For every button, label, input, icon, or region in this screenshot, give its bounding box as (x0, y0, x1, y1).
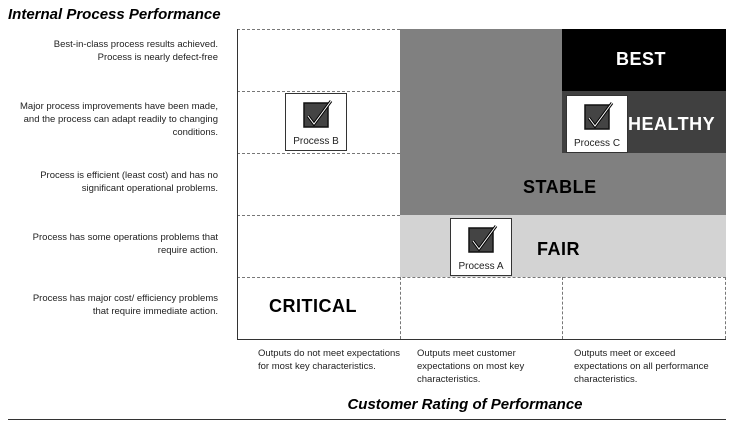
col-label-low: Outputs do not meet expectations for mos… (258, 348, 401, 372)
process-a-label: Process A (458, 261, 504, 272)
zone-label-stable: STABLE (523, 177, 597, 197)
grid-line (237, 29, 400, 30)
cell-row1-col2 (400, 29, 562, 91)
row-label-critical: Process has major cost/ efficiency probl… (32, 293, 218, 317)
process-c-label: Process C (573, 138, 621, 149)
x-axis (237, 339, 726, 340)
row-label-stable: Process is efficient (least cost) and ha… (40, 170, 218, 194)
grid-line (725, 277, 726, 339)
x-axis-title: Customer Rating of Performance (347, 396, 583, 413)
zone-label-best: BEST (616, 49, 667, 69)
checkbox-check-icon (584, 102, 614, 130)
grid-line (237, 215, 400, 216)
bottom-divider (8, 419, 726, 420)
zone-label-healthy: HEALTHY (628, 114, 716, 134)
col-label-high: Outputs meet or exceed expectations on a… (574, 348, 709, 385)
grid-line (237, 277, 726, 278)
cell-row2-col2 (400, 91, 562, 153)
col-label-mid: Outputs meet customer expectations on mo… (417, 348, 525, 385)
zone-label-fair: FAIR (537, 239, 581, 259)
grid-line (237, 153, 400, 154)
zone-best (562, 29, 726, 91)
process-b-box: Process B (285, 93, 347, 151)
grid-line (562, 277, 563, 339)
process-c-box: Process C (566, 95, 628, 153)
process-b-label: Process B (293, 136, 339, 147)
process-a-box: Process A (450, 218, 512, 276)
row-label-healthy: Major process improvements have been mad… (20, 101, 219, 138)
y-axis-title: Internal Process Performance (8, 6, 221, 23)
checkbox-check-icon (468, 225, 498, 253)
row-label-best: Best-in-class process results achieved. … (53, 39, 218, 63)
grid-line (400, 277, 401, 339)
zone-label-critical: CRITICAL (269, 296, 357, 316)
zone-stable (400, 153, 726, 215)
row-label-fair: Process has some operations problems tha… (32, 232, 218, 256)
y-axis (237, 29, 238, 339)
checkbox-check-icon (303, 100, 333, 128)
grid-line (237, 91, 400, 92)
